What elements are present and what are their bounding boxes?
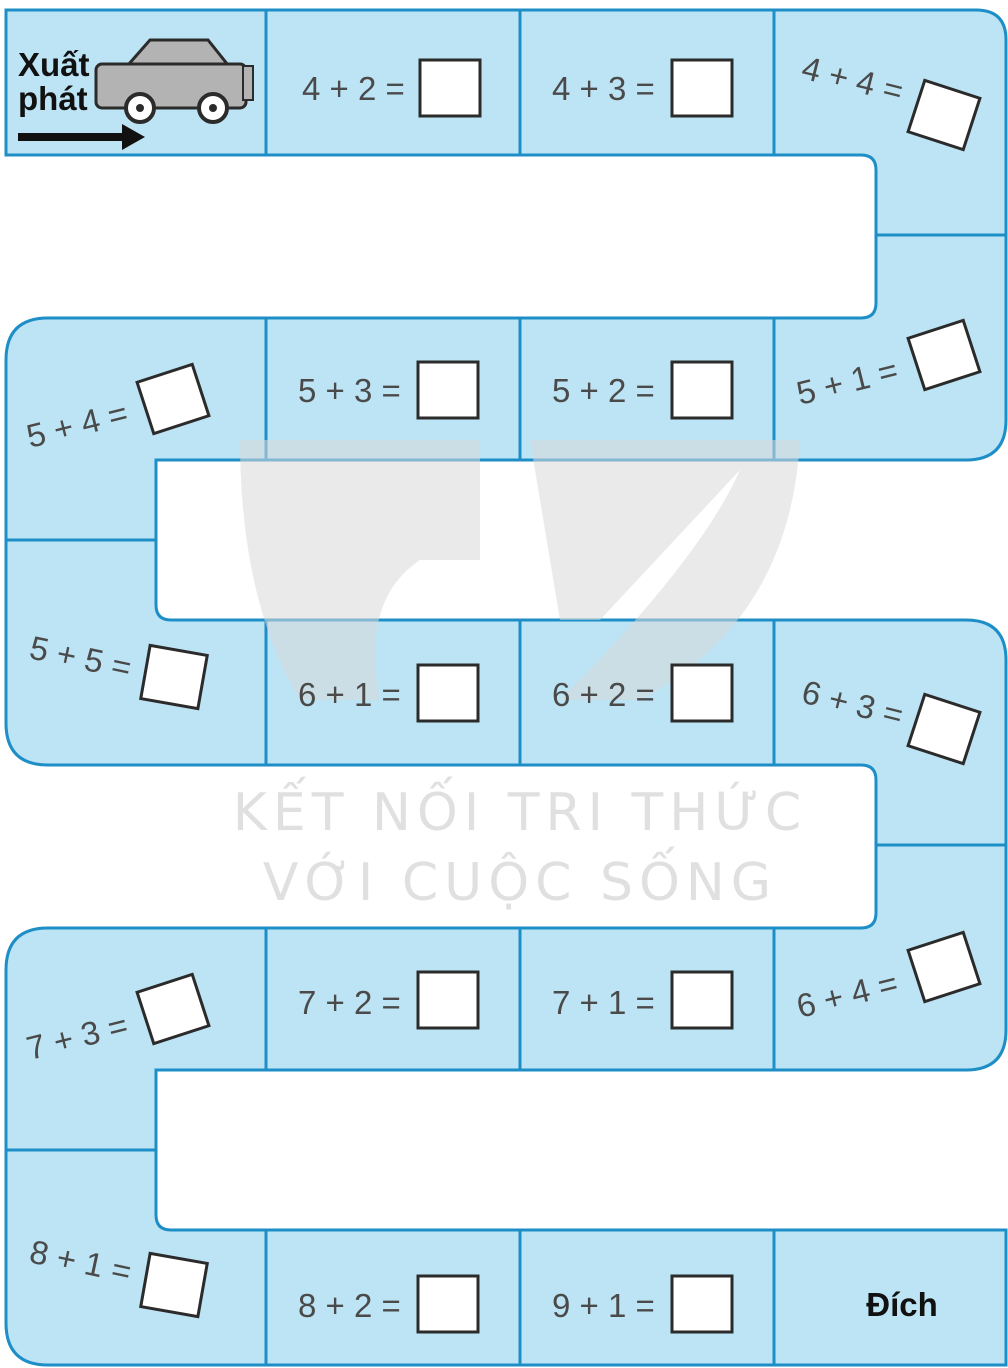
exercise-label: 7 + 2 = [298,984,401,1021]
exercise-label: 8 + 2 = [298,1287,401,1324]
answer-box[interactable] [418,972,478,1028]
answer-box[interactable] [418,1276,478,1332]
exercise-label: 5 + 2 = [552,372,655,409]
answer-box[interactable] [418,665,478,721]
answer-box[interactable] [672,1276,732,1332]
answer-box[interactable] [672,60,732,116]
exercise-label: 5 + 3 = [298,372,401,409]
answer-box[interactable] [420,60,480,116]
watermark-line-2: VỚI CUỘC SỐNG [263,846,777,913]
exercise-label: 6 + 1 = [298,676,401,713]
exercise-label: 4 + 3 = [552,70,655,107]
answer-box[interactable] [141,645,207,708]
start-label-line-1: Xuất [18,46,90,83]
answer-box[interactable] [672,665,732,721]
exercise-label: 9 + 1 = [552,1287,655,1324]
answer-box[interactable] [672,972,732,1028]
finish-label: Đích [866,1286,938,1323]
exercise-label: 6 + 2 = [552,676,655,713]
answer-box[interactable] [672,362,732,418]
watermark-line-1: KẾT NỐI TRI THỨC [233,776,808,843]
answer-box[interactable] [141,1253,207,1316]
answer-box[interactable] [418,362,478,418]
exercise-label: 4 + 2 = [302,70,405,107]
exercise-label: 7 + 1 = [552,984,655,1021]
start-label-line-2: phát [18,80,88,117]
